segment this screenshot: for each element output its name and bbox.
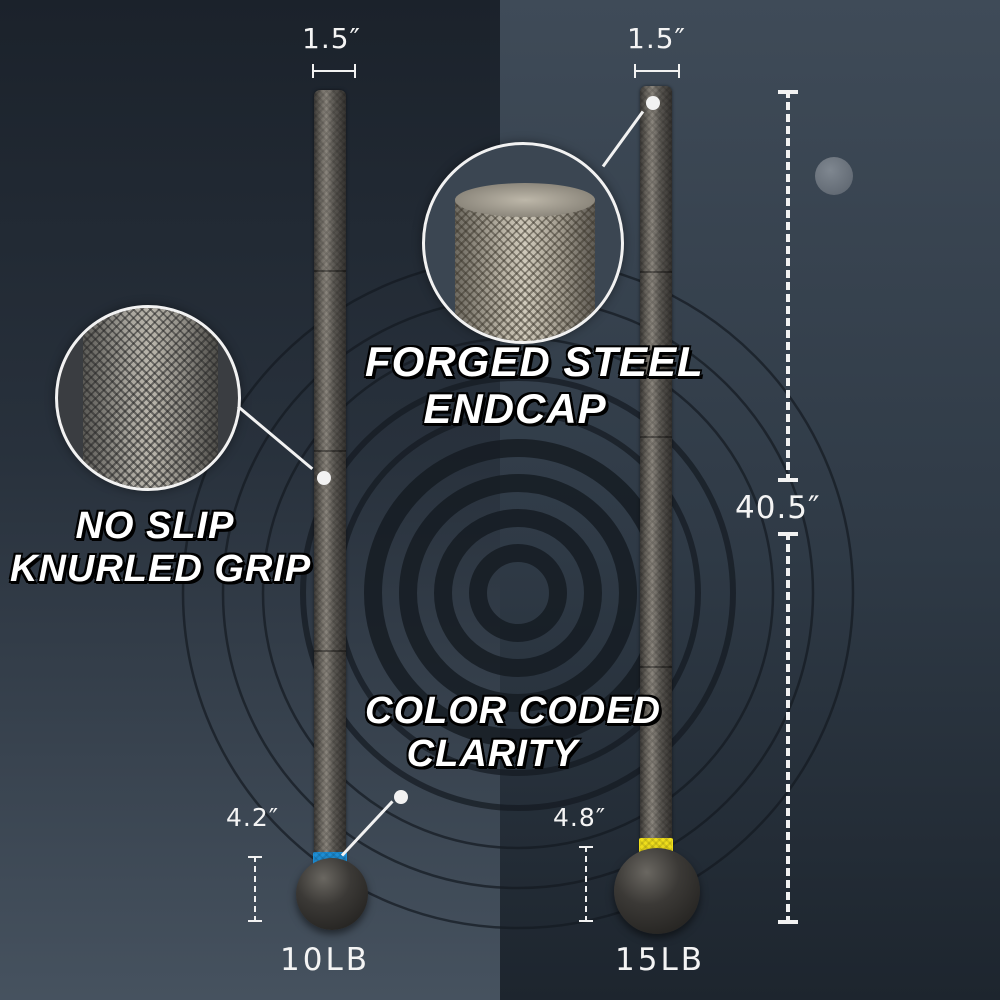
ring [300, 375, 736, 811]
endcap-zoom-callout [422, 142, 624, 344]
endcap-callout-line2: ENDCAP [423, 385, 607, 433]
endcap-callout-text: FORGED STEEL ENDCAP [365, 338, 704, 433]
ring [434, 509, 602, 677]
mace-10lb-ball-diameter-bar [248, 856, 262, 922]
length-dimension-lower [778, 532, 798, 924]
grip-callout-line1: NO SLIP [75, 505, 235, 547]
mace-15lb-ball-diameter-label: 4.8″ [553, 803, 607, 832]
mace-15lb-weight-label: 15LB [615, 942, 705, 978]
mace-15lb-ball [614, 848, 700, 934]
length-label: 40.5″ [735, 490, 821, 526]
ring [469, 544, 567, 642]
grip-zoom-callout [55, 305, 241, 491]
mace-15lb-shaft-width-label: 1.5″ [627, 22, 686, 55]
mace-10lb-shaft-width-bar [312, 64, 356, 78]
grip-callout-line2: KNURLED GRIP [10, 547, 312, 590]
length-dimension-upper [778, 90, 798, 482]
ring [399, 474, 637, 712]
mace-10lb-weight-label: 10LB [280, 942, 370, 978]
endcap-leader-dot [646, 96, 660, 110]
color-callout-line1: COLOR CODED [365, 690, 661, 732]
mace-10lb-ball-diameter-label: 4.2″ [226, 803, 280, 832]
mace-15lb-shaft-width-bar [634, 64, 680, 78]
endcap-callout-line1: FORGED STEEL [365, 338, 704, 385]
color-callout-text: COLOR CODED CLARITY [365, 690, 661, 775]
background-sphere [815, 157, 853, 195]
mace-15lb-shaft [639, 86, 673, 864]
grip-leader-dot [317, 471, 331, 485]
color-callout-line2: CLARITY [406, 732, 579, 775]
mace-10lb-ball [296, 858, 368, 930]
mace-10lb-shaft-width-label: 1.5″ [302, 22, 361, 55]
mace-15lb-ball-diameter-bar [579, 846, 593, 922]
color-leader-dot [394, 790, 408, 804]
grip-callout-text: NO SLIP KNURLED GRIP [10, 505, 312, 590]
